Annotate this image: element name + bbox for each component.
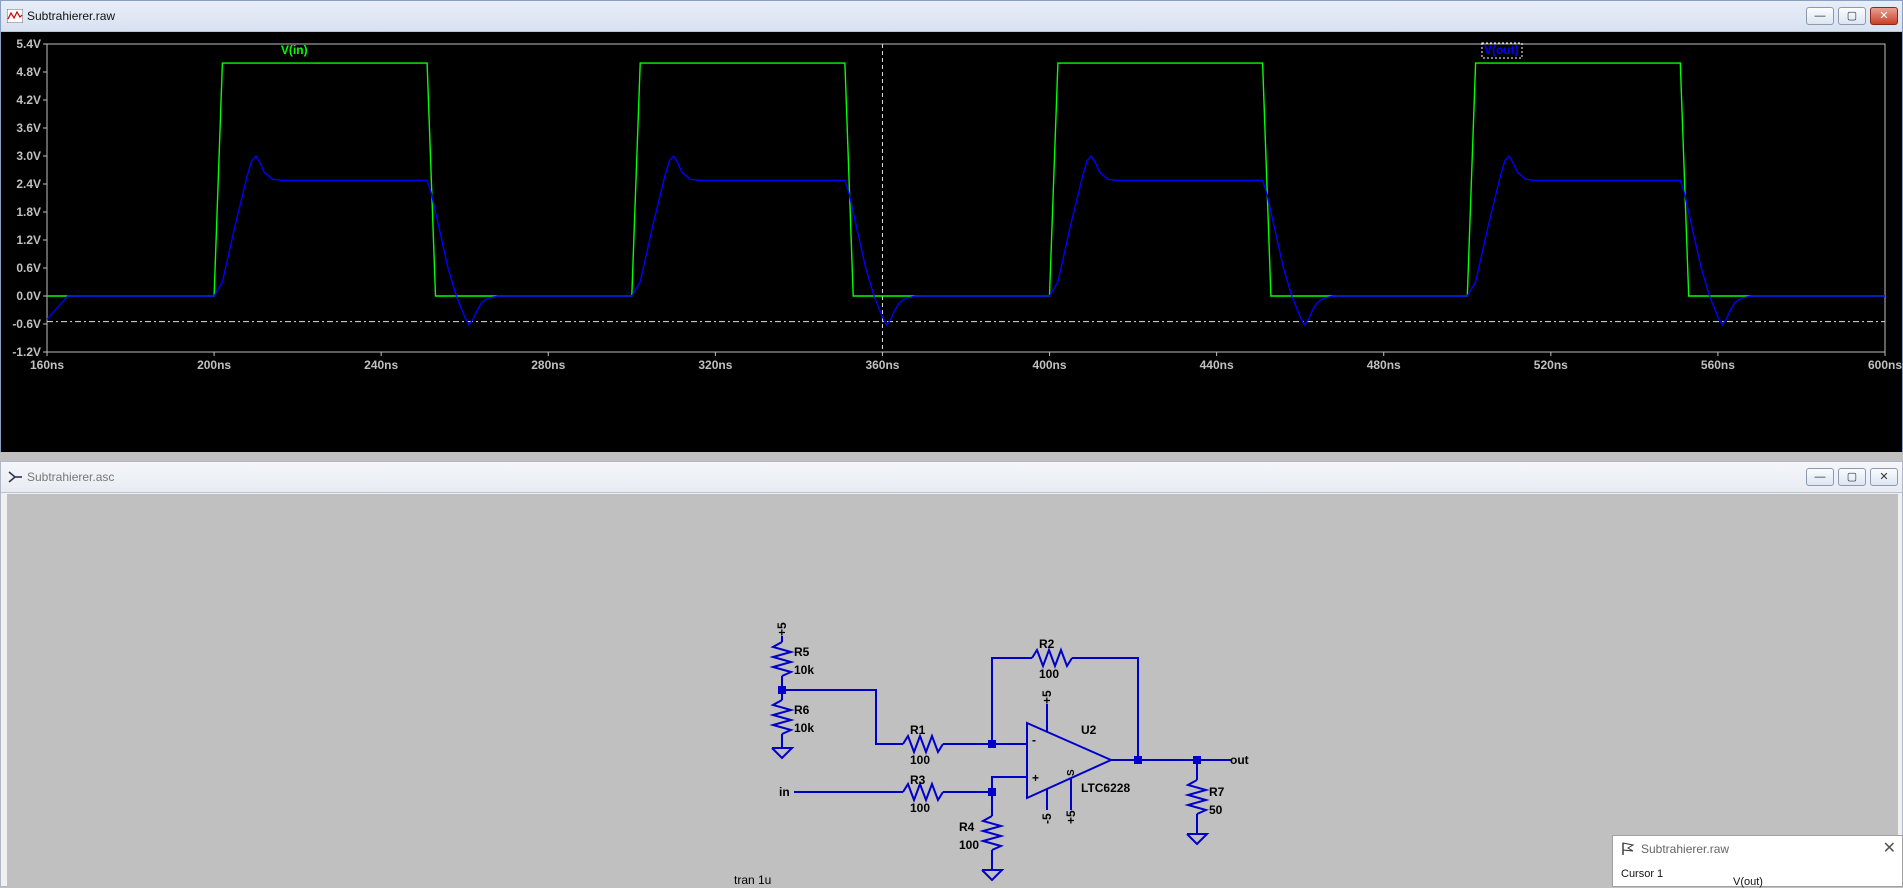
label-r6: R6 xyxy=(794,703,810,717)
plot-frame xyxy=(46,43,1886,353)
schematic-drawing: R5 10k R6 10k R1 100 R2 100 R3 100 R4 10… xyxy=(734,622,1249,887)
y-tick-label: 0.0V xyxy=(16,289,41,303)
x-tick-label: 400ns xyxy=(1033,358,1067,372)
waveform-plot[interactable]: 5.4V 4.8V 4.2V 3.6V 3.0V 2.4V 1.8V 1.2V 0.6V 0.0V… xyxy=(1,32,1902,452)
label-u2: U2 xyxy=(1081,723,1097,737)
x-tick-label: 280ns xyxy=(531,358,565,372)
schematic-window: Subtrahierer.asc — ▢ ✕ xyxy=(0,461,1903,888)
x-tick-label: 320ns xyxy=(698,358,732,372)
x-tick-label: 360ns xyxy=(865,358,899,372)
y-tick-label: 4.8V xyxy=(16,65,41,79)
series-line-v-out xyxy=(46,154,1885,327)
wire xyxy=(1072,657,1139,760)
y-tick-label: 1.2V xyxy=(16,233,41,247)
x-tick-label: 560ns xyxy=(1701,358,1735,372)
x-tick-label: 240ns xyxy=(364,358,398,372)
maximize-button[interactable]: ▢ xyxy=(1838,7,1866,25)
value-r7: 50 xyxy=(1209,803,1223,817)
value-r3: 100 xyxy=(910,801,930,815)
value-r1: 100 xyxy=(910,753,930,767)
schematic-window-titlebar[interactable]: Subtrahierer.asc — ▢ ✕ xyxy=(1,462,1902,493)
junction-dot xyxy=(988,740,996,748)
label-r4: R4 xyxy=(959,820,975,834)
resistor-r2[interactable] xyxy=(1031,647,1073,669)
value-r4: 100 xyxy=(959,838,979,852)
cursor-window[interactable]: Subtrahierer.raw ✕ Cursor 1 V(out) xyxy=(1612,835,1903,888)
junction-dot xyxy=(1134,756,1142,764)
x-tick-label: 600ns xyxy=(1868,358,1902,372)
maximize-button[interactable]: ▢ xyxy=(1838,468,1866,486)
junction-dot xyxy=(778,686,786,694)
resistor-r5[interactable] xyxy=(769,641,795,677)
net-label-in: in xyxy=(779,785,790,799)
supply-label: +5 xyxy=(1064,810,1078,824)
label-r2: R2 xyxy=(1039,637,1055,651)
wire xyxy=(991,776,1027,792)
waveform-window-titlebar[interactable]: Subtrahierer.raw — ▢ ✕ xyxy=(1,1,1902,32)
legend-vout: V(out) xyxy=(1484,43,1519,57)
value-r5: 10k xyxy=(794,663,814,677)
waveform-window: Subtrahierer.raw — ▢ ✕ 5.4V 4.8V 4.2V 3.6V 3… xyxy=(0,0,1903,452)
waveform-icon xyxy=(7,9,23,23)
y-tick-label: 1.8V xyxy=(16,205,41,219)
spice-directive: tran 1u xyxy=(734,873,771,887)
pin-plus: + xyxy=(1032,771,1039,785)
y-tick-label: -1.2V xyxy=(12,345,41,359)
legend-vout-box xyxy=(1481,42,1523,59)
junction-dot xyxy=(1193,756,1201,764)
close-button[interactable]: ✕ xyxy=(1870,468,1898,486)
x-tick-label: 480ns xyxy=(1367,358,1401,372)
cursor-window-title: Subtrahierer.raw xyxy=(1641,842,1730,856)
plot-background xyxy=(1,32,1902,452)
supply-label: +5 xyxy=(775,622,789,636)
minimize-button[interactable]: — xyxy=(1806,7,1834,25)
pin-shdn: S xyxy=(1066,769,1077,776)
cursor-label: Cursor 1 xyxy=(1621,868,1664,880)
value-r2: 100 xyxy=(1039,667,1059,681)
label-r3: R3 xyxy=(910,773,926,787)
y-tick-label: 3.0V xyxy=(16,149,41,163)
value-r6: 10k xyxy=(794,721,814,735)
x-tick-label: 200ns xyxy=(197,358,231,372)
supply-label: -5 xyxy=(1040,813,1054,824)
resistor-r4[interactable] xyxy=(979,815,1005,851)
x-tick-label: 520ns xyxy=(1534,358,1568,372)
wire xyxy=(991,657,1032,744)
y-tick-label: 0.6V xyxy=(16,261,41,275)
minimize-button[interactable]: — xyxy=(1806,468,1834,486)
resistor-r1[interactable] xyxy=(902,733,944,755)
y-tick-label: 5.4V xyxy=(16,37,41,51)
ground-symbol xyxy=(1186,833,1210,846)
y-tick-label: -0.6V xyxy=(12,317,41,331)
legend-vin: V(in) xyxy=(281,43,308,57)
wire xyxy=(782,689,903,745)
schematic-icon xyxy=(8,471,22,483)
y-tick-label: 2.4V xyxy=(16,177,41,191)
label-r7: R7 xyxy=(1209,785,1225,799)
pin-minus: - xyxy=(1032,733,1036,747)
resistor-r7[interactable] xyxy=(1184,779,1210,815)
ground-symbol xyxy=(771,747,795,760)
y-tick-label: 4.2V xyxy=(16,93,41,107)
part-u2: LTC6228 xyxy=(1081,781,1130,795)
opamp-u2[interactable] xyxy=(1026,721,1114,800)
x-tick-label: 160ns xyxy=(30,358,64,372)
label-r1: R1 xyxy=(910,723,926,737)
resistor-r3[interactable] xyxy=(902,781,944,803)
schematic-canvas[interactable]: R5 10k R6 10k R1 100 R2 100 R3 100 R4 10… xyxy=(7,494,1898,888)
junction-dot xyxy=(988,788,996,796)
label-r5: R5 xyxy=(794,645,810,659)
x-tick-label: 440ns xyxy=(1200,358,1234,372)
close-button[interactable]: ✕ xyxy=(1870,7,1898,25)
resistor-r6[interactable] xyxy=(769,699,795,735)
supply-label: +5 xyxy=(1040,690,1054,704)
waveform-window-title: Subtrahierer.raw xyxy=(27,9,116,23)
y-tick-label: 3.6V xyxy=(16,121,41,135)
cursor-trace: V(out) xyxy=(1733,876,1763,888)
schematic-window-title: Subtrahierer.asc xyxy=(27,470,115,484)
ground-symbol xyxy=(981,869,1005,882)
net-label-out: out xyxy=(1230,753,1249,767)
cursor-flag-icon xyxy=(1622,842,1635,855)
close-icon[interactable]: ✕ xyxy=(1882,840,1896,857)
